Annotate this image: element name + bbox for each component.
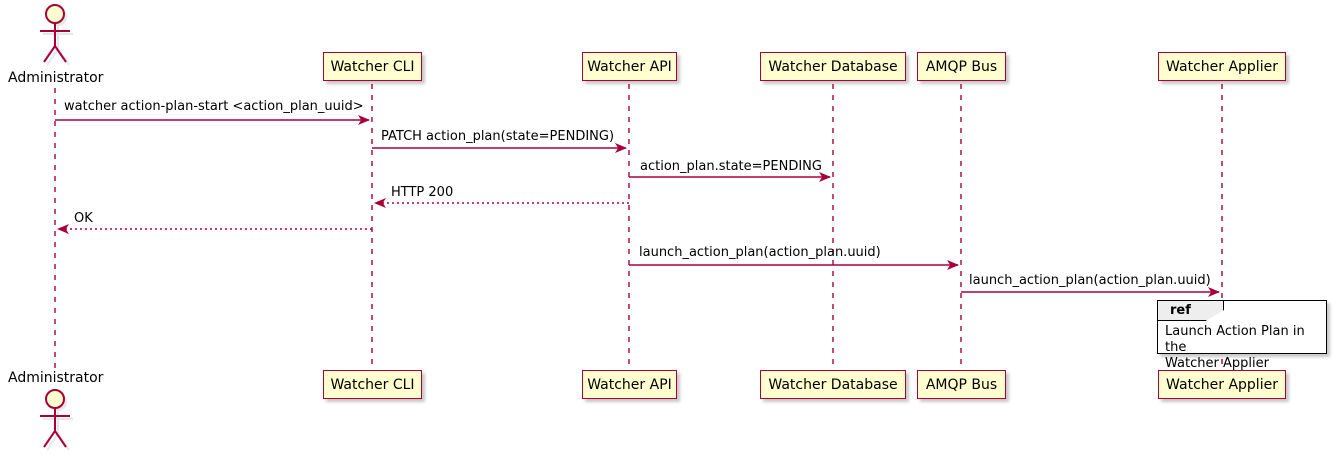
ref-fragment-tab: ref — [1158, 301, 1224, 321]
ref-fragment: ref Launch Action Plan in the Watcher Ap… — [1157, 300, 1327, 371]
ref-fragment-body: Launch Action Plan in the Watcher Applie… — [1165, 324, 1321, 372]
participant-label: AMQP Bus — [925, 58, 998, 75]
participant-label: Watcher CLI — [330, 376, 415, 393]
actor-head-icon — [45, 389, 65, 409]
participant-watcher-database-bottom[interactable]: Watcher Database — [760, 370, 906, 399]
ref-fragment-body-line: Watcher Applier — [1165, 356, 1269, 371]
actor-administrator-bottom — [40, 389, 73, 451]
ref-fragment-tab-label: ref — [1170, 303, 1191, 318]
participant-label: Watcher CLI — [330, 58, 415, 75]
ref-fragment-body-line: Launch Action Plan in the — [1165, 324, 1305, 355]
participant-label: Watcher Database — [768, 58, 898, 75]
message-label-launch-action-plan-applier: launch_action_plan(action_plan.uuid) — [969, 273, 1211, 288]
participant-watcher-cli-bottom[interactable]: Watcher CLI — [323, 370, 422, 399]
participant-watcher-applier-top[interactable]: Watcher Applier — [1158, 52, 1286, 81]
lifelines — [54, 84, 1223, 370]
participant-amqp-bus-top[interactable]: AMQP Bus — [917, 52, 1006, 81]
message-label-patch-action-plan: PATCH action_plan(state=PENDING) — [381, 129, 615, 144]
message-label-http-200: HTTP 200 — [391, 185, 454, 200]
participant-watcher-api-bottom[interactable]: Watcher API — [582, 370, 677, 399]
actor-label-administrator-bottom: Administrator — [8, 370, 104, 386]
participant-label: Watcher API — [587, 376, 672, 393]
message-label-watcher-action-plan-start: watcher action-plan-start <action_plan_u… — [64, 99, 364, 114]
participant-watcher-database-top[interactable]: Watcher Database — [760, 52, 906, 81]
participant-watcher-cli-top[interactable]: Watcher CLI — [323, 52, 422, 81]
participant-label: Watcher Database — [768, 376, 898, 393]
message-label-action-plan-state-pending: action_plan.state=PENDING — [640, 159, 822, 174]
actor-administrator-top — [40, 4, 73, 66]
message-label-launch-action-plan-bus: launch_action_plan(action_plan.uuid) — [639, 245, 881, 260]
participant-watcher-api-top[interactable]: Watcher API — [582, 52, 677, 81]
actor-label-administrator-top: Administrator — [8, 70, 104, 86]
message-label-ok: OK — [74, 211, 93, 226]
message-arrows — [55, 115, 1220, 297]
participant-label: AMQP Bus — [925, 376, 998, 393]
participant-label: Watcher API — [587, 58, 672, 75]
participant-watcher-applier-bottom[interactable]: Watcher Applier — [1158, 370, 1286, 399]
participant-label: Watcher Applier — [1166, 58, 1278, 75]
participant-label: Watcher Applier — [1166, 376, 1278, 393]
participant-amqp-bus-bottom[interactable]: AMQP Bus — [917, 370, 1006, 399]
actor-head-icon — [45, 4, 65, 24]
